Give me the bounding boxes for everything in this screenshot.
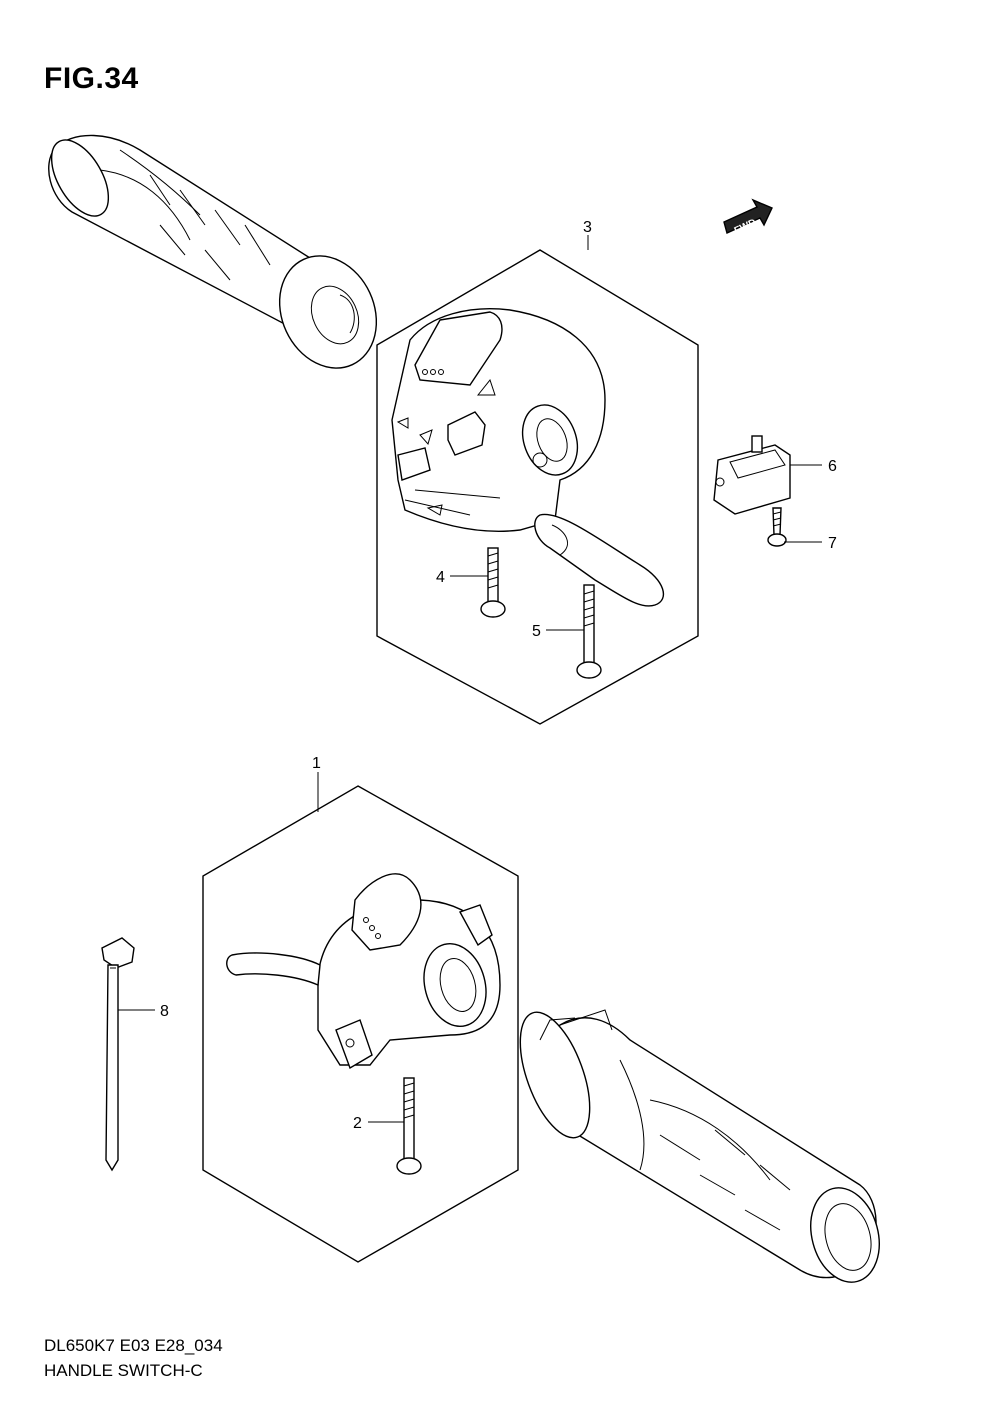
callout-7: 7 [828,535,837,552]
left-handle-switch-drawing [226,873,501,1070]
left-grip-drawing [48,134,378,369]
model-code: DL650K7 E03 E28_034 [44,1336,223,1355]
screw-2-drawing [396,1077,422,1175]
screw-5-drawing [576,584,602,679]
assembly-boundary-3 [376,249,699,725]
part-name: HANDLE SWITCH-C [44,1361,203,1380]
forward-arrow-icon: FWD [723,198,773,237]
figure-title: FIG.34 [44,62,139,95]
switch-6-drawing [713,435,791,515]
callout-8: 8 [160,1003,169,1020]
screw-4-drawing [480,547,506,618]
cable-tie-8-drawing [101,937,135,1172]
callout-2: 2 [353,1115,362,1132]
callout-4: 4 [436,569,445,586]
throttle-grip-drawing [519,1009,880,1283]
callout-3: 3 [583,219,592,236]
callout-5: 5 [532,623,541,640]
right-handle-switch-drawing [391,308,665,607]
assembly-boundary-1 [202,785,519,1263]
callout-6: 6 [828,458,837,475]
callout-1: 1 [312,755,321,772]
screw-7-drawing [767,507,787,547]
